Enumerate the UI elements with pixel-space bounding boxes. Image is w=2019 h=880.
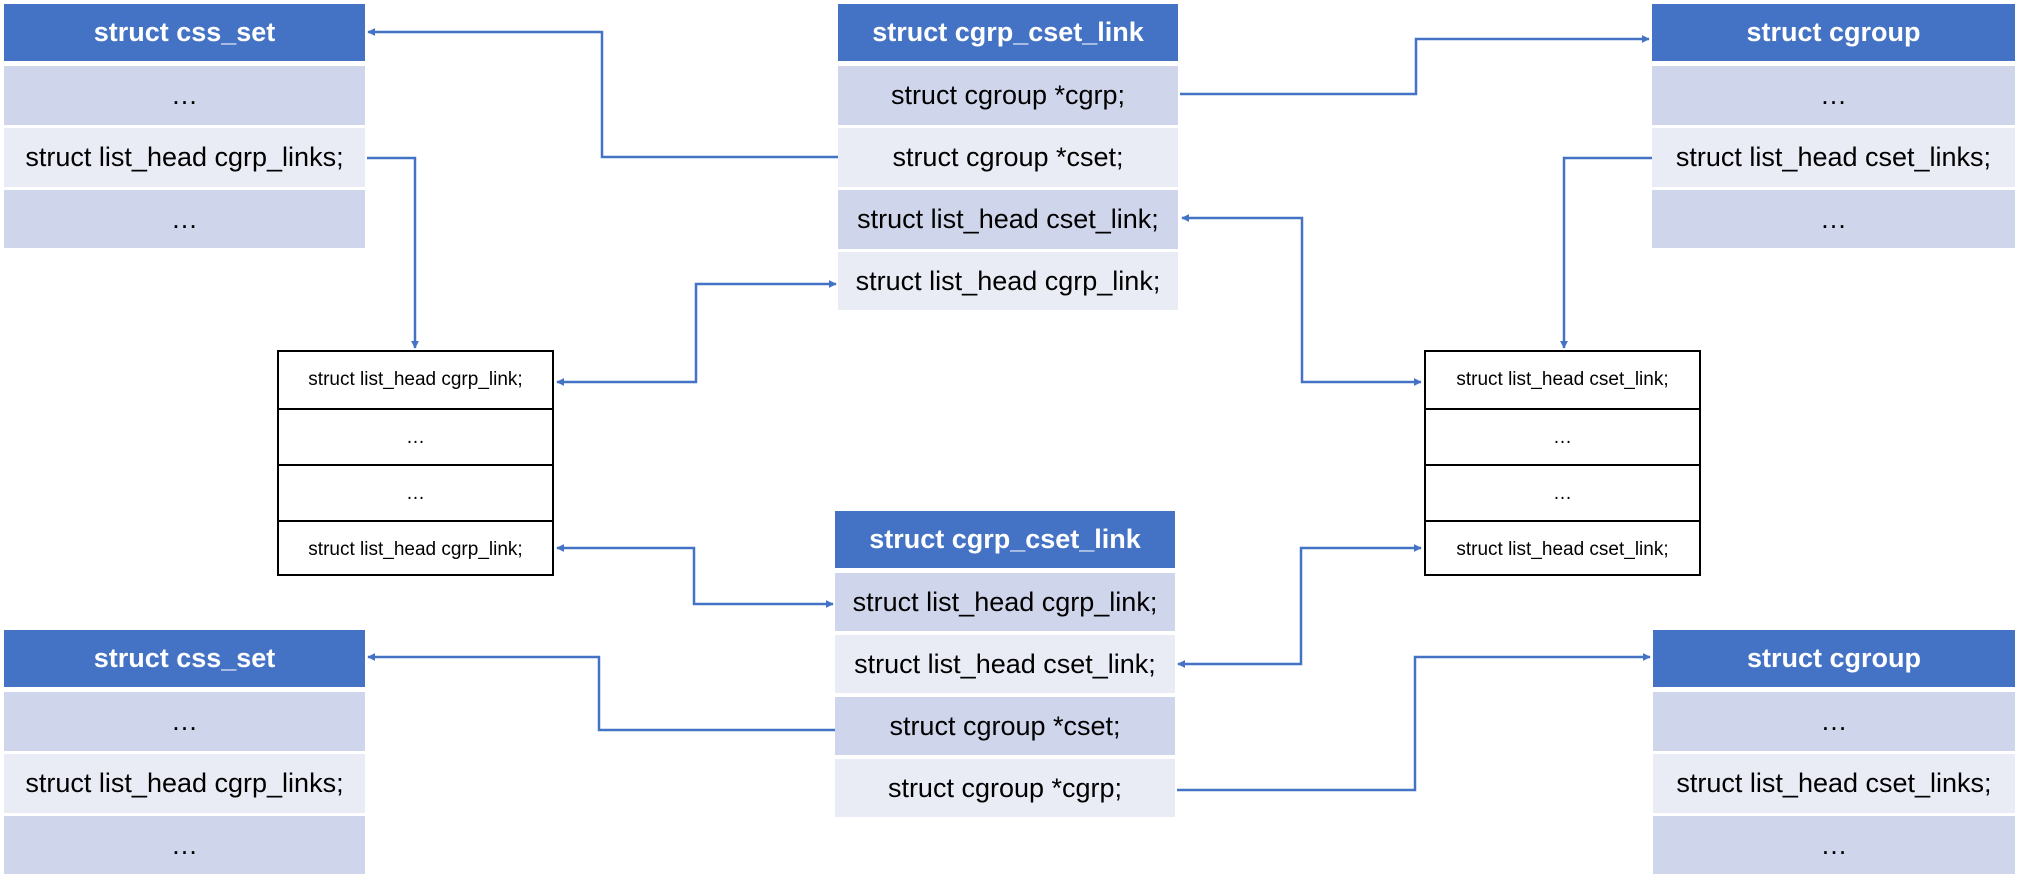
- top-link-field-cset-link: struct list_head cset_link;: [838, 190, 1178, 249]
- right-list-box: struct list_head cset_link; … … struct l…: [1424, 350, 1701, 576]
- arrow-bottom-cgrp-to-cgroup: [1177, 653, 1651, 792]
- top-link-field-cgrp: struct cgroup *cgrp;: [838, 66, 1178, 125]
- bottom-link-field-cgrp-link: struct list_head cgrp_link;: [835, 573, 1175, 631]
- top-link-title: struct cgrp_cset_link: [838, 4, 1178, 61]
- top-cgroup-field-2: struct list_head cset_links;: [1652, 128, 2015, 187]
- arrow-top-cset-link-to-right-list: [1181, 214, 1422, 386]
- top-cgroup-title: struct cgroup: [1652, 4, 2015, 61]
- bottom-css-set-field-1: …: [4, 692, 365, 751]
- top-css-set-table: struct css_set … struct list_head cgrp_l…: [4, 4, 365, 248]
- top-cgroup-field-3: …: [1652, 190, 2015, 248]
- arrow-cgroup-to-right-list: [1560, 156, 1652, 349]
- bottom-css-set-field-3: …: [4, 816, 365, 874]
- bottom-cgroup-field-1: …: [1653, 692, 2015, 751]
- bottom-link-field-cset: struct cgroup *cset;: [835, 697, 1175, 755]
- top-css-set-title: struct css_set: [4, 4, 365, 61]
- top-css-set-field-2: struct list_head cgrp_links;: [4, 128, 365, 187]
- left-list-row-4: struct list_head cgrp_link;: [279, 520, 552, 578]
- left-list-row-1: struct list_head cgrp_link;: [308, 369, 523, 390]
- right-list-row-1: struct list_head cset_link;: [1456, 369, 1669, 390]
- bottom-cgroup-title: struct cgroup: [1653, 630, 2015, 687]
- bottom-css-set-table: struct css_set … struct list_head cgrp_l…: [4, 630, 365, 874]
- top-cgroup-field-1: …: [1652, 66, 2015, 125]
- left-list-row-3: …: [279, 464, 552, 522]
- left-list-box: struct list_head cgrp_link; … … struct l…: [277, 350, 554, 576]
- arrow-top-cset-to-css-set: [367, 28, 838, 159]
- right-list-row-2: …: [1426, 408, 1699, 466]
- right-list-row-3: …: [1426, 464, 1699, 522]
- arrow-css-set-to-left-list: [367, 156, 419, 349]
- top-css-set-field-3: …: [4, 190, 365, 248]
- right-list-row-4: struct list_head cset_link;: [1426, 520, 1699, 578]
- arrow-top-cgrp-to-cgroup: [1180, 35, 1650, 96]
- top-link-field-cset: struct cgroup *cset;: [838, 128, 1178, 187]
- arrow-bottom-cset-to-css-set: [367, 653, 835, 732]
- arrow-right-list-to-bottom-cset-link: [1177, 544, 1422, 668]
- top-link-field-cgrp-link: struct list_head cgrp_link;: [838, 252, 1178, 310]
- top-cgrp-cset-link-table: struct cgrp_cset_link struct cgroup *cgr…: [838, 4, 1178, 310]
- bottom-link-title: struct cgrp_cset_link: [835, 511, 1175, 568]
- bottom-cgroup-table: struct cgroup … struct list_head cset_li…: [1653, 630, 2015, 874]
- arrow-left-list-to-bottom-cgrp-link: [556, 544, 834, 608]
- top-cgroup-table: struct cgroup … struct list_head cset_li…: [1652, 4, 2015, 248]
- bottom-cgrp-cset-link-table: struct cgrp_cset_link struct list_head c…: [835, 511, 1175, 817]
- bottom-link-field-cgrp: struct cgroup *cgrp;: [835, 759, 1175, 817]
- left-list-row-2: …: [279, 408, 552, 466]
- top-css-set-field-1: …: [4, 66, 365, 125]
- arrow-top-cgrp-link-to-left-list: [556, 280, 837, 386]
- bottom-css-set-field-2: struct list_head cgrp_links;: [4, 754, 365, 813]
- bottom-css-set-title: struct css_set: [4, 630, 365, 687]
- bottom-cgroup-field-3: …: [1653, 816, 2015, 874]
- bottom-cgroup-field-2: struct list_head cset_links;: [1653, 754, 2015, 813]
- bottom-link-field-cset-link: struct list_head cset_link;: [835, 635, 1175, 693]
